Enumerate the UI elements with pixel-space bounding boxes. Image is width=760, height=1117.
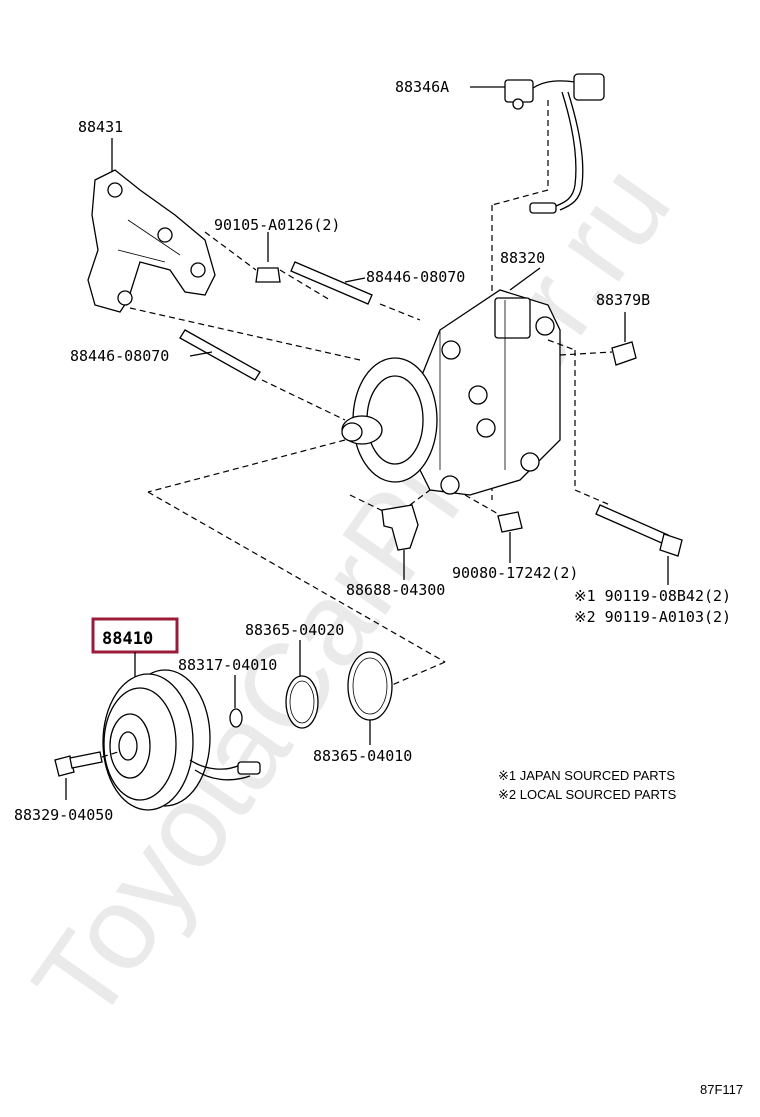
note-local-sourced: ※2 LOCAL SOURCED PARTS bbox=[498, 787, 677, 802]
bracket-drawing bbox=[87, 138, 216, 313]
shim-drawing bbox=[229, 675, 243, 728]
clutch-bolt-drawing bbox=[54, 751, 119, 800]
small-bracket-drawing bbox=[349, 489, 431, 580]
label-compressor: 88320 bbox=[500, 249, 545, 267]
figure-code: 87F117 bbox=[700, 1082, 743, 1097]
snap-ring-drawing-a bbox=[285, 640, 319, 729]
label-bracket: 88431 bbox=[78, 118, 123, 136]
label-stud-left: 88446-08070 bbox=[70, 347, 169, 365]
stud-drawing-upper bbox=[290, 261, 421, 321]
guide-line-clutch-2 bbox=[147, 491, 446, 663]
label-stud-upper: 88446-08070 bbox=[366, 268, 465, 286]
guide-line-clutch-3 bbox=[391, 661, 446, 686]
stud-drawing-left bbox=[129, 307, 361, 421]
compressor-drawing bbox=[341, 267, 611, 506]
label-bolt-1: ※1 90119-08B42(2) bbox=[574, 587, 731, 605]
bolt-drawing bbox=[595, 504, 683, 585]
label-bolt-2: ※2 90119-A0103(2) bbox=[574, 608, 731, 626]
label-clutch-bolt: 88329-04050 bbox=[14, 806, 113, 824]
label-shim: 88317-04010 bbox=[178, 656, 277, 674]
guide-line-clutch bbox=[147, 439, 346, 493]
label-ring-a: 88365-04020 bbox=[245, 621, 344, 639]
label-small-bracket: 88688-04300 bbox=[346, 581, 445, 599]
nut-drawing-a bbox=[204, 231, 331, 301]
note-japan-sourced: ※1 JAPAN SOURCED PARTS bbox=[498, 768, 675, 783]
nut-drawing-b bbox=[464, 494, 523, 563]
label-clutch: 88410 bbox=[102, 629, 153, 649]
snap-ring-drawing-b bbox=[347, 651, 393, 745]
label-ring-b: 88365-04010 bbox=[313, 747, 412, 765]
fitting-drawing bbox=[559, 312, 637, 366]
label-fitting: 88379B bbox=[596, 291, 650, 309]
label-sensor: 88346A bbox=[395, 78, 449, 96]
label-nut-b: 90080-17242(2) bbox=[452, 564, 578, 582]
label-nut-a: 90105-A0126(2) bbox=[214, 216, 340, 234]
clutch-drawing bbox=[102, 652, 261, 811]
